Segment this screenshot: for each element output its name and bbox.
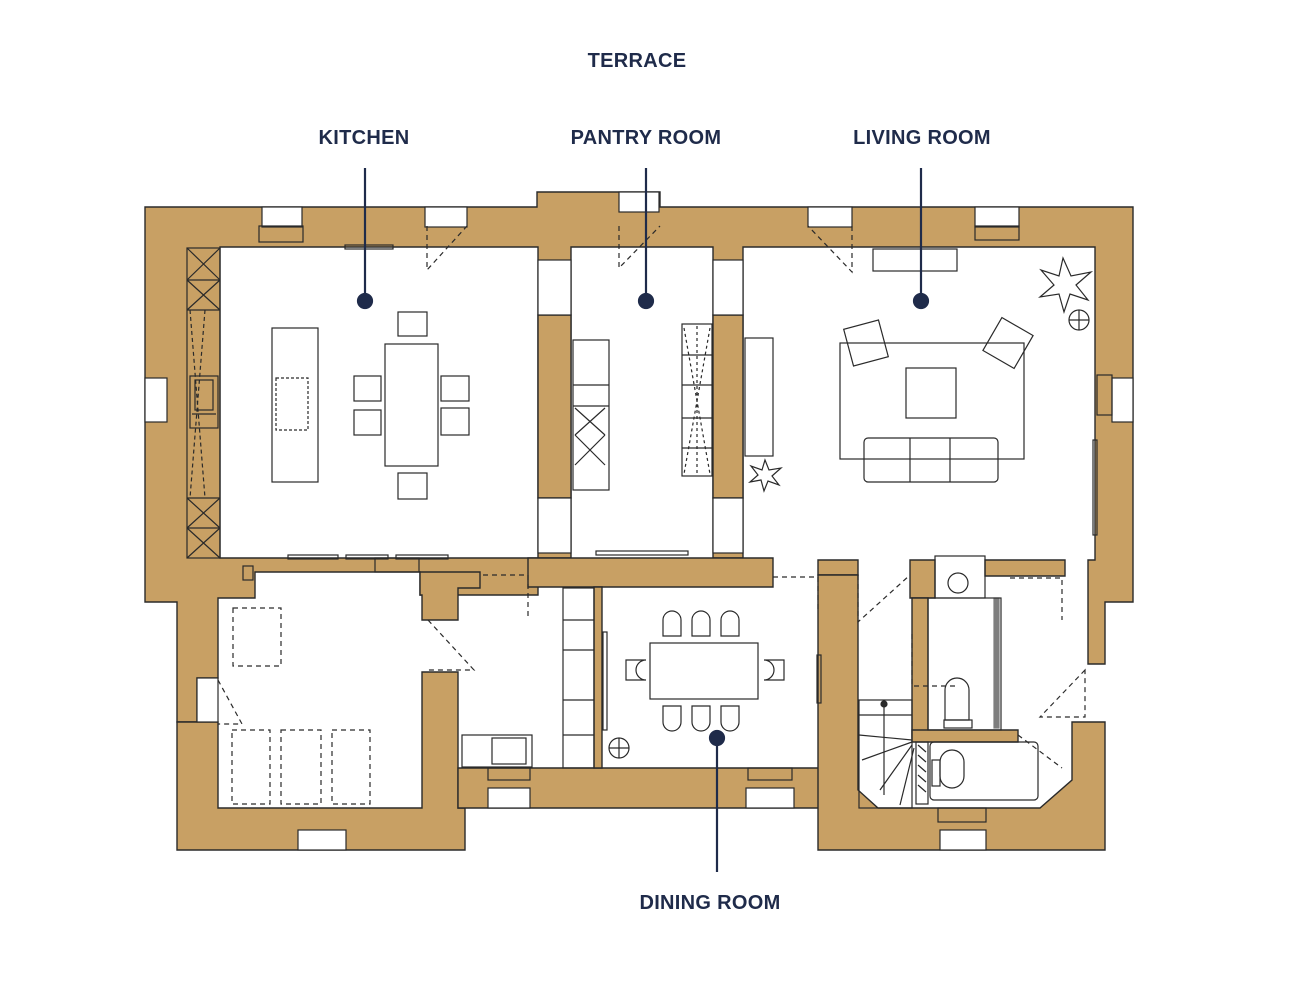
wall-dining-left bbox=[593, 586, 603, 769]
opening-lower-left-side bbox=[196, 677, 219, 723]
outer-wall-lower-right bbox=[817, 574, 1106, 851]
marker-dining bbox=[708, 729, 726, 747]
window-kitchen-door bbox=[424, 206, 468, 228]
window-bath-bottom bbox=[939, 829, 987, 851]
leaders bbox=[356, 168, 930, 872]
wall-kitchen-pantry bbox=[537, 314, 572, 499]
window-lower-left-bottom bbox=[297, 829, 347, 851]
wall-mid-band-2 bbox=[817, 559, 859, 576]
label-terrace: TERRACE bbox=[587, 50, 687, 72]
furniture bbox=[186, 225, 1113, 823]
wall-right-mid-2 bbox=[984, 559, 1066, 577]
label-kitchen: KITCHEN bbox=[318, 127, 410, 149]
window-kitchen-left bbox=[144, 377, 168, 423]
window-living-top bbox=[974, 206, 1020, 228]
opening-kp-bottom bbox=[537, 497, 572, 554]
label-dining-room: DINING ROOM bbox=[639, 892, 781, 914]
openings bbox=[144, 191, 1134, 851]
wall-lower-left-top bbox=[419, 571, 481, 621]
opening-pl-bottom bbox=[712, 497, 744, 554]
walls bbox=[144, 191, 1134, 851]
window-dining-bottom bbox=[745, 787, 795, 809]
window-pantry-top bbox=[618, 191, 660, 213]
window-living-right bbox=[1111, 377, 1134, 423]
wall-mid-band-1 bbox=[527, 557, 774, 588]
marker-kitchen bbox=[356, 292, 374, 310]
wall-stair-left bbox=[911, 597, 929, 739]
window-living-door bbox=[807, 206, 853, 228]
opening-pl-top bbox=[712, 259, 744, 316]
wall-right-mid bbox=[909, 559, 936, 599]
window-utility-bottom bbox=[487, 787, 531, 809]
label-living-room: LIVING ROOM bbox=[853, 127, 991, 149]
marker-living bbox=[912, 292, 930, 310]
outer-wall-upper bbox=[144, 191, 1134, 723]
outer-wall-lower-left bbox=[176, 671, 466, 851]
wall-wc-bottom bbox=[911, 729, 1019, 743]
marker-pantry bbox=[637, 292, 655, 310]
label-pantry-room: PANTRY ROOM bbox=[570, 127, 722, 149]
wall-pantry-living bbox=[712, 314, 744, 499]
opening-kp-top bbox=[537, 259, 572, 316]
window-kitchen-top bbox=[261, 206, 303, 228]
